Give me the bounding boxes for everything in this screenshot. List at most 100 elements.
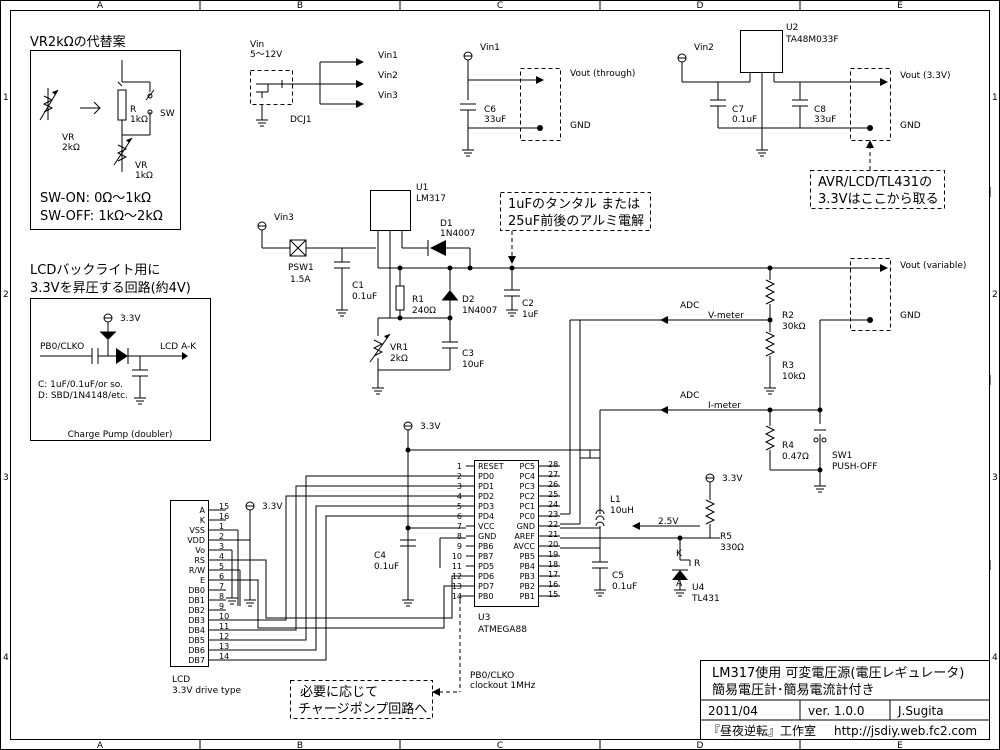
mcu-right-pin-number: 23 <box>548 510 558 519</box>
lcd-boost-title-2: 3.3Vを昇圧する回路(約4V) <box>30 280 191 296</box>
r2-label: R2 <box>782 311 794 321</box>
mcu-left-pin-name: VCC <box>478 522 495 531</box>
vr-alternative-section: VR2kΩの代替案 VR 2kΩ R 1kΩ SW VR 1kΩ SW-ON: … <box>30 35 181 230</box>
d1-part: 1N4007 <box>440 229 475 239</box>
lcd-pin-number: 6 <box>219 572 224 581</box>
lcd-pin-number: 12 <box>219 632 229 641</box>
d2-part: 1N4007 <box>462 306 497 316</box>
mcu-right-pin-name: PC4 <box>520 472 536 481</box>
r1-label: R1 <box>412 295 424 305</box>
vref-label: 2.5V <box>658 517 679 527</box>
lcd-pin-number: 9 <box>219 602 224 611</box>
row-label-2-right: 2 <box>992 290 998 300</box>
sw-label: SW <box>160 109 175 119</box>
lcd-mcu-wire <box>208 495 466 621</box>
lcd-mcu-wire <box>208 485 466 631</box>
mcu-left-pin-number: 9 <box>457 542 462 551</box>
reg-vin-label: Vin2 <box>694 43 714 53</box>
vr1-label: VR1 <box>390 343 408 353</box>
boost-output-label: LCD A-K <box>160 342 197 352</box>
lcd-pin-name: DB6 <box>188 646 205 655</box>
col-label-c-bottom: C <box>497 741 503 750</box>
tl431-r-label: R <box>694 559 700 569</box>
reg-vout-label: Vout (3.3V) <box>900 71 951 81</box>
sw1-value: PUSH-OFF <box>832 462 877 472</box>
dc-out-vin3: Vin3 <box>378 91 398 101</box>
lcd-pin-number: 15 <box>219 502 229 511</box>
lcd-mcu-wire <box>208 505 466 651</box>
tl431-k-label: K <box>676 549 683 559</box>
row-label-4-left: 4 <box>3 653 9 663</box>
mcu-left-pin-name: RESET <box>478 462 504 471</box>
mcu-right-pin-number: 27 <box>548 470 558 479</box>
clko-callout-2: チャージポンプ回路へ <box>298 701 427 717</box>
through-output-section: Vin1 C6 33uF Vout (through) GND <box>460 43 635 157</box>
lm317-section: Vin3 PSW1 1.5A C1 0.1uF U1 LM317 D1 1N40… <box>257 183 966 514</box>
mcu-right-pin-name: PC1 <box>520 502 536 511</box>
psw1-label: PSW1 <box>288 263 314 273</box>
boost-vcc-label: 3.3V <box>120 314 141 324</box>
title-line-2: 簡易電圧計･簡易電流計付き <box>712 682 875 698</box>
mcu-left-pin-name: PB7 <box>478 552 493 561</box>
l1-value: 10uH <box>610 506 634 516</box>
u4-part: TL431 <box>691 594 720 604</box>
u3-part: ATMEGA88 <box>478 625 527 635</box>
main-callout-1: 1uFのタンタル または <box>508 197 640 212</box>
adc-v-label: ADC <box>680 301 699 311</box>
r-value: 1kΩ <box>130 115 148 125</box>
mcu-right-pins: 28PC527PC426PC325PC224PC123PC022GND21ARE… <box>513 460 560 601</box>
mcu-left-pin-name: PB0 <box>478 592 493 601</box>
c3-value: 10uF <box>462 360 484 370</box>
mcu-right-pin-name: PC2 <box>520 492 536 501</box>
row-label-1-left: 1 <box>3 93 9 103</box>
r3-label: R3 <box>782 361 794 371</box>
dc-jack-ref: DCJ1 <box>290 115 312 125</box>
reg-callout-2: 3.3Vはここから取る <box>818 192 939 207</box>
clko-label-2: clockout 1MHz <box>470 681 536 691</box>
mcu-right-pin-name: PC3 <box>520 482 536 491</box>
c5-label: C5 <box>612 571 624 581</box>
u4-ref: U4 <box>692 583 705 593</box>
boost-note-1: C: 1uF/0.1uF/or so. <box>38 380 123 390</box>
title-line-1: LM317使用 可変電圧源(電圧レギュレータ) <box>712 665 964 681</box>
tl431-a-label: A <box>676 579 683 589</box>
c2-label: C2 <box>522 299 534 309</box>
u1-part: LM317 <box>416 194 446 204</box>
col-label-d-top: D <box>697 1 704 11</box>
through-gnd-label: GND <box>570 121 591 131</box>
lcd-mcu-wire <box>208 579 466 629</box>
mcu-right-pin-name: PC5 <box>520 462 536 471</box>
dc-vin-range: 5～12V <box>250 50 283 60</box>
through-vin-label: Vin1 <box>480 43 500 53</box>
reg-gnd-label: GND <box>900 121 921 131</box>
lcd-pin-name: DB7 <box>188 656 205 665</box>
imeter-label: I-meter <box>708 401 741 411</box>
c2-value: 1uF <box>522 310 539 320</box>
title-org: 『昼夜逆転』工作室 <box>708 723 816 738</box>
title-date: 2011/04 <box>708 704 758 718</box>
tl431-vcc-label: 3.3V <box>722 474 743 484</box>
lcd-pin-name: DB0 <box>188 586 205 595</box>
l1-label: L1 <box>610 495 621 505</box>
dc-jack-section: Vin 5～12V DCJ1 Vin1 Vin2 Vin3 <box>250 40 398 127</box>
reg33-section: Vin2 U2 TA48M033F C7 0.1uF C8 33uF Vout … <box>677 23 951 209</box>
frame-labels: A B C D E A B C D E 1 2 3 4 1 2 3 4 <box>3 1 998 750</box>
c4-label: C4 <box>374 551 386 561</box>
lcd-pin-name: R/W <box>189 566 205 575</box>
mcu-left-pin-name: PD0 <box>478 472 494 481</box>
lcd-pin-number: 1 <box>219 522 224 531</box>
row-label-3-right: 3 <box>992 473 998 483</box>
mcu-right-pin-name: AVCC <box>513 542 535 551</box>
c8-value: 33uF <box>814 115 836 125</box>
title-block: LM317使用 可変電圧源(電圧レギュレータ) 簡易電圧計･簡易電流計付き 20… <box>700 660 990 740</box>
lcd-vcc-label: 3.3V <box>262 502 283 512</box>
lcd-pin-name: K <box>200 516 206 525</box>
col-label-a-top: A <box>97 1 104 11</box>
mcu-right-pin-number: 16 <box>548 580 558 589</box>
mcu-left-pin-number: 10 <box>452 552 462 561</box>
c4-value: 0.1uF <box>374 562 399 572</box>
c7-label: C7 <box>732 105 744 115</box>
mcu-right-pin-name: PB5 <box>520 552 535 561</box>
main-vin-label: Vin3 <box>274 213 294 223</box>
